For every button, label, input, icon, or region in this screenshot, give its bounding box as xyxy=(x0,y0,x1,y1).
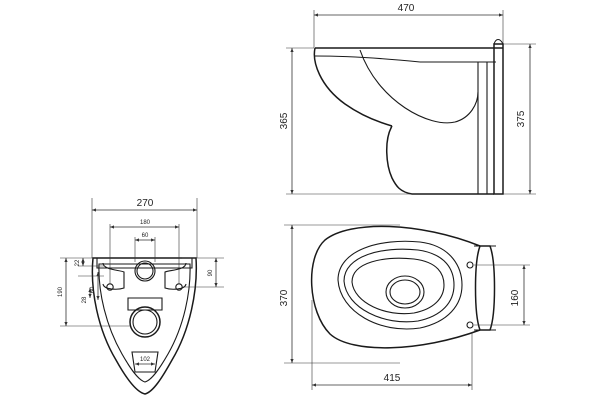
dim-height-370: 370 xyxy=(279,289,290,306)
dim-outlet-width-60: 60 xyxy=(142,233,149,239)
top-view xyxy=(310,225,496,349)
dim-bolt-span-180: 180 xyxy=(140,220,151,226)
dim-width-270: 270 xyxy=(137,198,154,209)
dim-length-415: 415 xyxy=(384,373,401,384)
dim-bottom-102: 102 xyxy=(140,357,151,363)
dim-height-365: 365 xyxy=(279,112,290,129)
dim-height-190: 190 xyxy=(58,286,64,297)
side-view xyxy=(313,38,504,195)
dim-small-22: 22 xyxy=(75,259,81,266)
back-view-dimensions: 270 180 60 190 22 28 60 102 90 xyxy=(58,198,224,366)
side-view-dimensions: 470 365 375 xyxy=(279,3,536,195)
dim-bolt-spacing-160: 160 xyxy=(510,289,521,306)
top-view-dimensions: 370 415 160 xyxy=(279,224,530,390)
dim-height-375: 375 xyxy=(516,110,527,127)
dim-width-470: 470 xyxy=(398,3,415,14)
back-view xyxy=(91,257,198,395)
dim-small-60: 60 xyxy=(90,286,96,293)
dim-height-90: 90 xyxy=(208,269,214,276)
dim-small-28: 28 xyxy=(82,296,88,303)
